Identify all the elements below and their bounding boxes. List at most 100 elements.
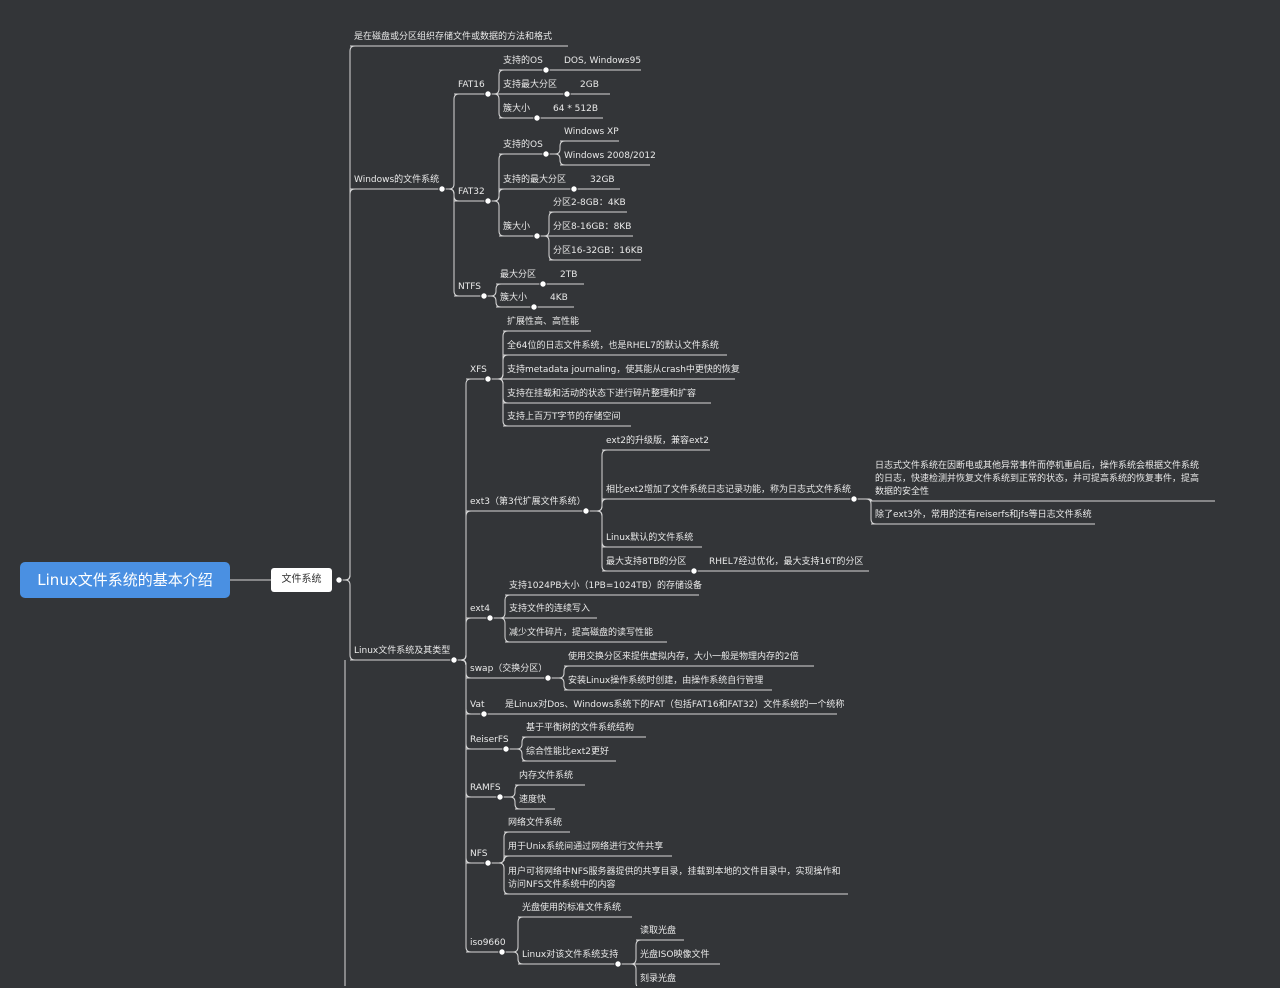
node-xfs[interactable]: XFS (470, 365, 487, 375)
node-x3[interactable]: 支持在挂载和活动的状态下进行碎片整理和扩容 (507, 389, 697, 399)
collapse-toggle[interactable] (486, 614, 494, 622)
collapse-toggle[interactable] (850, 495, 858, 503)
node-e3b2[interactable]: 除了ext3外，常用的还有reiserfs和jfs等日志文件系统 (875, 510, 1092, 520)
node-f32pv[interactable]: 32GB (590, 175, 615, 185)
collapse-toggle[interactable] (533, 232, 541, 240)
node-rf[interactable]: ReiserFS (470, 735, 509, 745)
node-ra[interactable]: RAMFS (470, 783, 501, 793)
collapse-toggle[interactable] (498, 948, 506, 956)
collapse-toggle[interactable] (539, 280, 547, 288)
node-ntcv[interactable]: 4KB (550, 293, 568, 303)
collapse-toggle[interactable] (450, 656, 458, 664)
node-rf1[interactable]: 综合性能比ext2更好 (526, 747, 609, 757)
node-f16os[interactable]: 支持的OS (503, 56, 543, 66)
node-f32cv0[interactable]: 分区2-8GB：4KB (553, 198, 626, 208)
node-ntpv[interactable]: 2TB (560, 270, 578, 280)
collapse-toggle[interactable] (484, 90, 492, 98)
root-topic[interactable]: Linux文件系统的基本介绍 (20, 562, 230, 598)
node-f32p[interactable]: 支持的最大分区 (503, 175, 567, 185)
node-sw1[interactable]: 安装Linux操作系统时创建，由操作系统自行管理 (568, 676, 764, 686)
node-ntc[interactable]: 簇大小 (500, 293, 528, 303)
node-f32c[interactable]: 簇大小 (503, 222, 531, 232)
topic-file-system[interactable]: 文件系统 (271, 568, 332, 592)
node-x2[interactable]: 支持metadata journaling，使其能从crash中更快的恢复 (507, 365, 740, 375)
node-f16c[interactable]: 簇大小 (503, 104, 531, 114)
node-sw[interactable]: swap（交换分区） (470, 664, 548, 674)
node-f32osv0[interactable]: Windows XP (564, 127, 619, 137)
collapse-toggle[interactable] (582, 507, 590, 515)
node-e3a[interactable]: ext2的升级版，兼容ext2 (606, 436, 709, 446)
node-vat[interactable]: Vat (470, 700, 485, 710)
node-iso12[interactable]: 刻录光盘 (640, 974, 677, 984)
collapse-toggle[interactable] (496, 793, 504, 801)
node-vat0[interactable]: 是Linux对Dos、Windows系统下的FAT（包括FAT16和FAT32）… (505, 700, 845, 710)
branch-connector (488, 200, 505, 237)
node-iso1[interactable]: Linux对该文件系统支持 (522, 950, 619, 960)
node-x1[interactable]: 全64位的日志文件系统，也是RHEL7的默认文件系统 (507, 341, 719, 351)
collapse-toggle[interactable] (533, 114, 541, 122)
node-nfs1[interactable]: 用于Unix系统间通过网络进行文件共享 (508, 842, 664, 852)
node-f16p[interactable]: 支持最大分区 (503, 80, 558, 90)
collapse-toggle[interactable] (484, 375, 492, 383)
collapse-toggle[interactable] (542, 150, 550, 158)
node-x4[interactable]: 支持上百万T字节的存储空间 (507, 412, 621, 422)
collapse-toggle[interactable] (542, 66, 550, 74)
node-f16[interactable]: FAT16 (458, 80, 485, 90)
branch-connector (537, 235, 555, 261)
node-x0[interactable]: 扩展性高、高性能 (507, 317, 580, 327)
node-e3b1[interactable]: 日志式文件系统在因断电或其他异常事件而停机重启后，操作系统会根据文件系统的日志，… (875, 461, 1200, 497)
node-ntp[interactable]: 最大分区 (500, 270, 537, 280)
node-f16osv[interactable]: DOS, Windows95 (564, 56, 642, 66)
collapse-toggle[interactable] (484, 859, 492, 867)
collapse-toggle[interactable] (484, 197, 492, 205)
branch-connector (490, 617, 511, 643)
node-e4[interactable]: ext4 (470, 604, 490, 614)
node-e3c[interactable]: Linux默认的文件系统 (606, 533, 694, 543)
node-ra1[interactable]: 速度快 (519, 795, 547, 805)
node-lin[interactable]: Linux文件系统及其类型 (354, 646, 451, 656)
node-nfs0[interactable]: 网络文件系统 (508, 818, 563, 828)
node-e40[interactable]: 支持1024PB大小（1PB=1024TB）的存储设备 (509, 581, 702, 591)
node-f16pv[interactable]: 2GB (580, 80, 599, 90)
node-f32cv2[interactable]: 分区16-32GB：16KB (553, 246, 643, 256)
node-e42[interactable]: 减少文件碎片，提高磁盘的读写性能 (509, 628, 654, 638)
node-win[interactable]: Windows的文件系统 (354, 175, 440, 185)
node-e3[interactable]: ext3（第3代扩展文件系统） (470, 497, 586, 507)
collapse-toggle[interactable] (570, 185, 578, 193)
branch-connector (618, 963, 638, 986)
collapse-toggle[interactable] (530, 303, 538, 311)
collapse-toggle[interactable] (335, 576, 343, 584)
node-e3d[interactable]: 最大支持8TB的分区 (606, 557, 687, 567)
node-e41[interactable]: 支持文件的连续写入 (509, 604, 591, 614)
node-iso10[interactable]: 读取光盘 (640, 926, 677, 936)
collapse-toggle[interactable] (438, 185, 446, 193)
node-e3d1[interactable]: RHEL7经过优化，最大支持16T的分区 (709, 557, 864, 567)
branch-connector (488, 378, 509, 427)
collapse-toggle[interactable] (690, 567, 698, 575)
collapse-toggle[interactable] (614, 960, 622, 968)
node-f32osv1[interactable]: Windows 2008/2012 (564, 151, 656, 161)
node-iso[interactable]: iso9660 (470, 938, 506, 948)
node-iso11[interactable]: 光盘ISO映像文件 (640, 950, 710, 960)
node-nfs[interactable]: NFS (470, 849, 488, 859)
node-f16cv[interactable]: 64 * 512B (553, 104, 599, 114)
collapse-toggle[interactable] (480, 292, 488, 300)
collapse-toggle[interactable] (502, 745, 510, 753)
collapse-toggle[interactable] (544, 674, 552, 682)
branch-connector (854, 498, 877, 525)
node-iso0[interactable]: 光盘使用的标准文件系统 (522, 903, 622, 913)
node-f32cv1[interactable]: 分区8-16GB：8KB (553, 222, 632, 232)
branch-connector (506, 748, 528, 762)
collapse-toggle[interactable] (563, 90, 571, 98)
node-sw0[interactable]: 使用交换分区来提供虚拟内存，大小一般是物理内存的2倍 (568, 652, 799, 662)
node-ntfs[interactable]: NTFS (458, 282, 481, 292)
node-f32os[interactable]: 支持的OS (503, 140, 543, 150)
branch-connector (454, 659, 472, 953)
node-nfs2[interactable]: 用户可将网络中NFS服务器提供的共享目录，挂载到本地的文件目录中，实现操作和访问… (508, 867, 841, 890)
node-e3b[interactable]: 相比ext2增加了文件系统日志记录功能，称为日志式文件系统 (606, 485, 851, 495)
node-def[interactable]: 是在磁盘或分区组织存储文件或数据的方法和格式 (354, 32, 553, 42)
collapse-toggle[interactable] (480, 710, 488, 718)
node-rf0[interactable]: 基于平衡树的文件系统结构 (526, 723, 635, 733)
node-ra0[interactable]: 内存文件系统 (519, 771, 574, 781)
node-f32[interactable]: FAT32 (458, 187, 485, 197)
